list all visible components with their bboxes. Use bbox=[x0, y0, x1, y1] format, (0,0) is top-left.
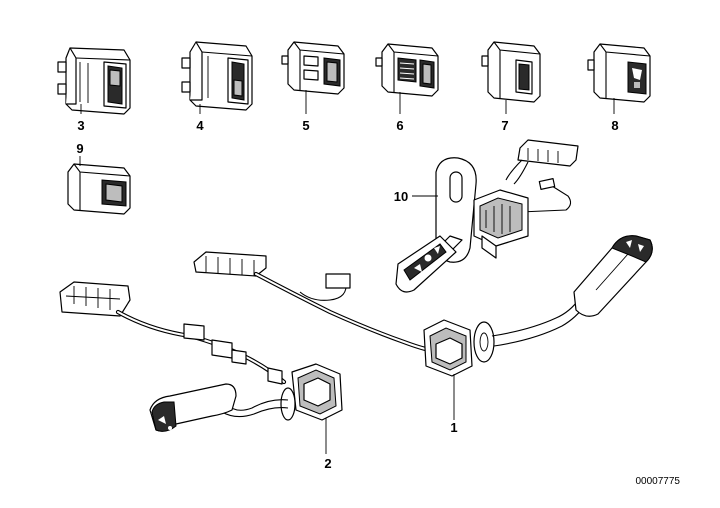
label-part-1: 1 bbox=[450, 420, 457, 435]
label-part-6: 6 bbox=[396, 118, 403, 133]
switch-part-7[interactable] bbox=[481, 41, 541, 103]
label-part-10: 10 bbox=[394, 189, 408, 204]
label-part-3: 3 bbox=[77, 118, 84, 133]
switch-part-6[interactable] bbox=[375, 43, 439, 97]
label-part-2: 2 bbox=[324, 456, 331, 471]
document-number: 00007775 bbox=[636, 476, 681, 487]
part-labels: 3 4 5 6 7 8 9 10 1 2 bbox=[76, 118, 618, 471]
label-part-9: 9 bbox=[76, 141, 83, 156]
switch-part-9[interactable] bbox=[67, 163, 131, 215]
switch-part-3[interactable] bbox=[57, 47, 131, 115]
cruise-control-lever-part-10[interactable] bbox=[395, 139, 579, 293]
switch-part-8[interactable] bbox=[587, 43, 651, 103]
label-part-8: 8 bbox=[611, 118, 618, 133]
label-part-7: 7 bbox=[501, 118, 508, 133]
turn-signal-switch-part-2[interactable] bbox=[59, 281, 343, 432]
label-part-5: 5 bbox=[302, 118, 309, 133]
label-part-4: 4 bbox=[196, 118, 204, 133]
wiper-switch-part-1[interactable] bbox=[193, 235, 653, 377]
switch-part-4[interactable] bbox=[181, 41, 253, 111]
switch-part-5[interactable] bbox=[281, 41, 345, 95]
leader-lines bbox=[79, 90, 615, 454]
